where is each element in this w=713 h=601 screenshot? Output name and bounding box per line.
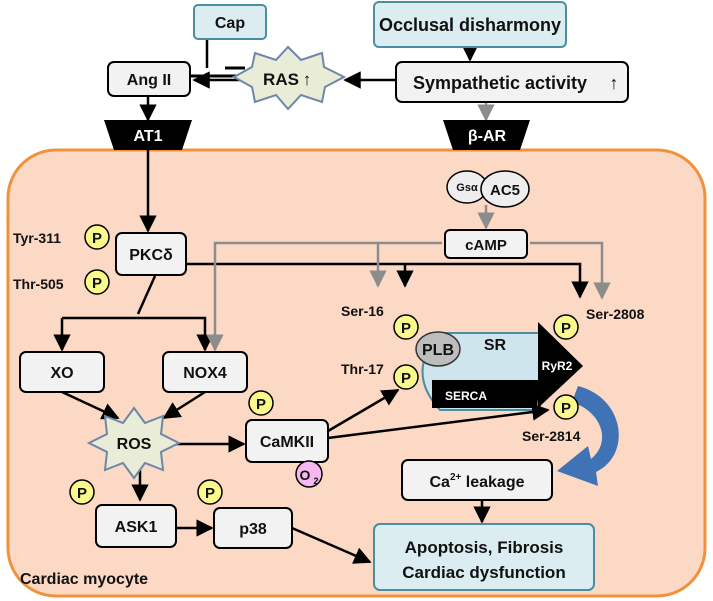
ca-leakage-label: Ca2+ leakage <box>429 472 524 491</box>
cardiac-myocyte-label: Cardiac myocyte <box>20 571 148 588</box>
outcome-line1: Apoptosis, Fibrosis <box>405 538 564 557</box>
phospho-badge-p38 <box>197 479 223 505</box>
beta-ar-label: β-AR <box>468 128 507 145</box>
site-label-ser2808: Ser-2808 <box>586 306 645 322</box>
occlusal-disharmony-label: Occlusal disharmony <box>379 15 561 35</box>
nox4-label: NOX4 <box>183 365 227 382</box>
ras-up-arrow: ↑ <box>303 70 312 89</box>
svg-text:P: P <box>401 370 411 387</box>
ac5-node <box>480 170 530 208</box>
occlusal-disharmony-box <box>373 1 567 48</box>
site-label-tyr311: Tyr-311 <box>13 230 61 246</box>
ang2-label: Ang II <box>127 72 171 89</box>
o2-label: O <box>300 467 311 483</box>
phospho-badge-ser16 <box>393 314 419 340</box>
serca-pump <box>432 380 540 408</box>
phospho-badge-ser2808 <box>553 314 579 340</box>
ras-star <box>231 45 347 111</box>
outcome-box <box>373 523 595 591</box>
gsa-label: Gsα <box>456 182 478 194</box>
phospho-badge-tyr311 <box>84 224 110 250</box>
site-label-thr505: Thr-505 <box>13 276 64 292</box>
svg-text:P: P <box>205 485 215 502</box>
plb-label: PLB <box>422 342 454 359</box>
ca-leakage-box <box>401 459 553 501</box>
site-label-ser16: Ser-16 <box>341 303 384 319</box>
phospho-badge-thr17 <box>393 364 419 390</box>
ask1-label: ASK1 <box>115 519 158 536</box>
phospho-badge-camkii <box>248 390 274 416</box>
pkcd-label: PKCδ <box>129 247 173 264</box>
phospho-badge-thr505 <box>84 269 110 295</box>
pkcd-box <box>115 232 187 276</box>
p38-box <box>213 507 293 549</box>
sympathetic-activity-label: Sympathetic activity <box>413 73 587 93</box>
at1-receptor <box>104 120 192 150</box>
camkii-box <box>245 419 329 463</box>
svg-text:P: P <box>92 230 102 247</box>
xo-box <box>19 351 105 393</box>
ang2-box <box>107 61 191 97</box>
serca-label: SERCA <box>445 389 487 403</box>
ask1-box <box>95 504 177 548</box>
beta-ar-receptor <box>443 120 530 150</box>
xo-label: XO <box>50 365 73 382</box>
ras-label: RAS <box>263 70 299 89</box>
ryr2-channel <box>538 322 583 408</box>
site-label-thr17: Thr-17 <box>341 361 384 377</box>
ac5-label: AC5 <box>490 182 520 199</box>
arrows <box>53 39 589 564</box>
svg-text:P: P <box>561 400 571 417</box>
phospho-badges: P P P P P P P P P <box>69 224 579 505</box>
svg-text:P: P <box>77 485 87 502</box>
svg-text:P: P <box>561 320 571 337</box>
p38-label: p38 <box>239 521 267 538</box>
o2-subscript: 2 <box>313 476 318 486</box>
ryr2-label: RyR2 <box>542 359 573 373</box>
svg-text:P: P <box>401 320 411 337</box>
ros-label: ROS <box>117 436 152 453</box>
nox4-box <box>162 351 248 393</box>
phospho-badge-ask1 <box>69 479 95 505</box>
sympathetic-activity-box <box>395 61 629 103</box>
site-label-ser2814: Ser-2814 <box>522 428 581 444</box>
camp-box <box>444 229 528 259</box>
sympathetic-up-arrow: ↑ <box>610 73 619 93</box>
ros-star <box>86 406 182 480</box>
ca-release-arrow <box>557 386 619 486</box>
at1-label: AT1 <box>133 128 162 145</box>
camp-label: cAMP <box>465 237 507 254</box>
svg-text:P: P <box>92 275 102 292</box>
sr-label: SR <box>484 337 507 354</box>
plb-node <box>415 331 461 367</box>
phospho-badge-ser2814 <box>553 394 579 420</box>
camp-arrows <box>206 102 611 352</box>
o2-badge <box>295 460 323 488</box>
outcome-line2: Cardiac dysfunction <box>402 563 565 582</box>
svg-text:P: P <box>256 396 266 413</box>
cap-label: Cap <box>215 15 245 32</box>
camkii-label: CaMKII <box>260 434 314 451</box>
cap-box <box>193 4 267 40</box>
